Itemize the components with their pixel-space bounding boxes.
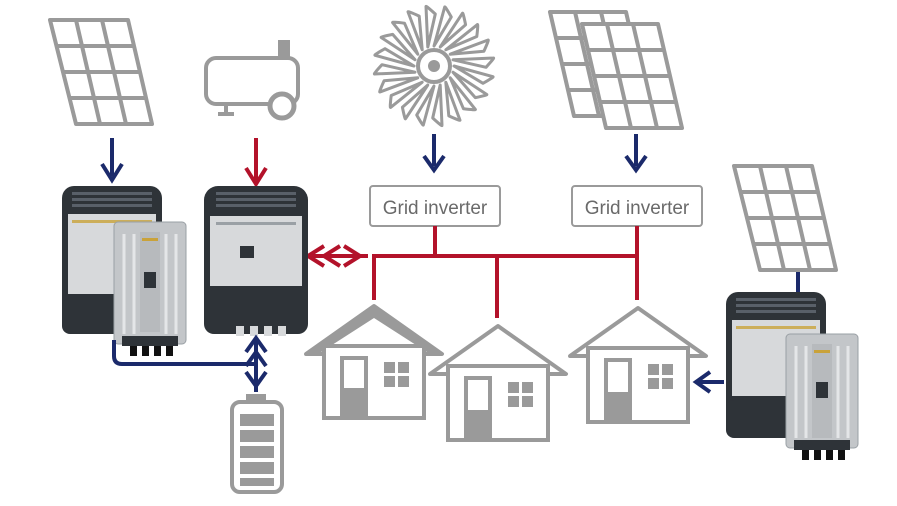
mppt-charge-controller-device — [785, 333, 859, 460]
solar-panel-icon — [732, 164, 838, 272]
turbine-blade — [448, 76, 477, 112]
solar-panel-icon — [48, 18, 154, 126]
grid-inverter-box-1: Grid inverter — [369, 185, 501, 227]
turbine-blade — [451, 70, 489, 100]
turbine-blade — [379, 32, 417, 62]
turbine-blade — [432, 5, 453, 48]
ac-bus — [372, 226, 639, 318]
generator-icon — [204, 40, 300, 121]
dc-arrow-right-to-house — [692, 370, 724, 394]
turbine-blade — [415, 84, 436, 127]
ac-arrow-generator — [244, 138, 268, 188]
turbine-blade — [452, 64, 495, 85]
turbine-blade — [373, 47, 416, 68]
house-icon — [428, 324, 568, 442]
turbine-blade — [391, 20, 420, 56]
dc-arrow-solar-2 — [624, 134, 648, 174]
turbine-blade — [438, 11, 468, 49]
turbine-blade — [406, 10, 424, 52]
turbine-blade — [444, 80, 462, 122]
turbine-blade — [388, 80, 424, 109]
grid-inverter-label-2: Grid inverter — [585, 198, 690, 219]
turbine-blade — [378, 76, 420, 94]
house-icon — [568, 306, 708, 424]
inverter-charger-device — [204, 186, 308, 336]
turbine-blade — [372, 63, 417, 76]
dc-arrow-hydro — [422, 134, 446, 174]
battery-icon — [230, 394, 284, 494]
ac-double-arrow — [304, 244, 368, 268]
hydro-turbine-icon — [372, 4, 496, 128]
mppt-charge-controller-device — [113, 221, 187, 356]
dc-link-left — [112, 340, 256, 366]
grid-inverter-label-1: Grid inverter — [383, 198, 488, 219]
dc-double-arrow-battery — [244, 334, 268, 392]
turbine-blade — [400, 83, 430, 121]
turbine-blade — [448, 38, 490, 56]
grid-inverter-box-2: Grid inverter — [571, 185, 703, 227]
solar-panel-pair-icon — [548, 10, 684, 130]
turbine-blade — [424, 4, 437, 49]
house-icon — [304, 304, 444, 420]
turbine-blade — [444, 23, 480, 52]
turbine-blade — [431, 83, 444, 128]
turbine-blade — [451, 56, 496, 69]
dc-arrow-solar-1 — [100, 138, 124, 184]
